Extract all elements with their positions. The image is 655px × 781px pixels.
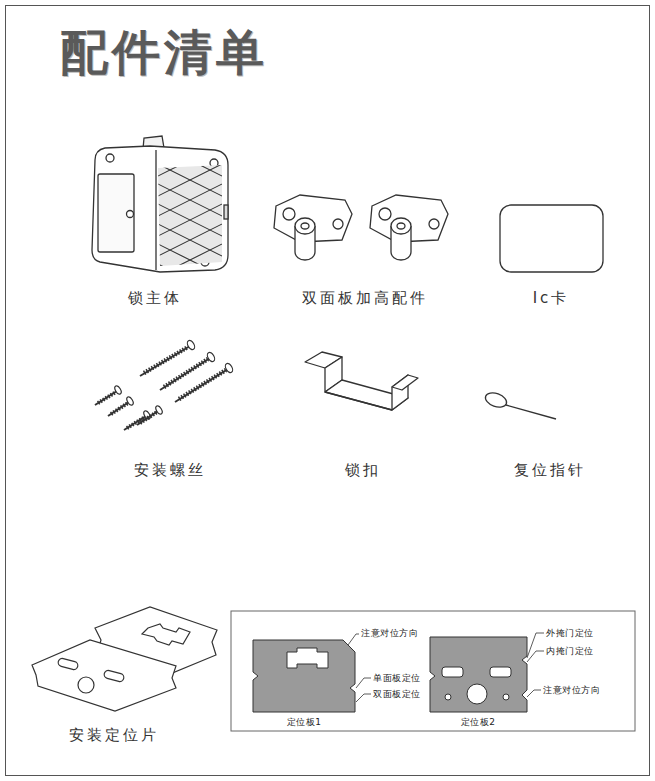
lock-body-figure bbox=[92, 136, 230, 300]
part-name: 安装定位片 bbox=[69, 726, 159, 744]
screw-figure bbox=[95, 339, 234, 430]
bracket-figure bbox=[274, 195, 352, 260]
template-plate-figure bbox=[430, 637, 527, 712]
part-name: 锁主体 bbox=[128, 289, 182, 307]
page-frame bbox=[6, 6, 650, 776]
part-name: Ic卡 bbox=[533, 289, 570, 307]
callout-label: 外掩门定位 bbox=[546, 628, 594, 639]
template-figure bbox=[32, 607, 217, 711]
inset-frame bbox=[231, 611, 635, 731]
plate-caption: 定位板1 bbox=[287, 717, 322, 728]
part-name: 锁扣 bbox=[345, 461, 381, 479]
part-name: 安装螺丝 bbox=[134, 461, 206, 479]
part-name: 复位指针 bbox=[514, 461, 586, 479]
callout-label: 单面板定位 bbox=[373, 673, 421, 684]
callout-label: 内掩门定位 bbox=[546, 646, 594, 657]
page-title: 配件清单 bbox=[60, 24, 268, 82]
template-plate-figure bbox=[253, 640, 355, 712]
callout-label: 注意对位方向 bbox=[543, 685, 600, 696]
lock-catch-figure bbox=[305, 352, 418, 410]
callout-label: 双面板定位 bbox=[373, 689, 421, 700]
reset-pin-figure bbox=[483, 390, 556, 419]
part-name: 双面板加高配件 bbox=[302, 289, 428, 307]
bracket-figure bbox=[370, 195, 448, 260]
plate-caption: 定位板2 bbox=[461, 717, 496, 728]
ic-card-figure bbox=[500, 205, 603, 272]
callout-label: 注意对位方向 bbox=[361, 628, 418, 639]
leader-line bbox=[348, 633, 544, 702]
